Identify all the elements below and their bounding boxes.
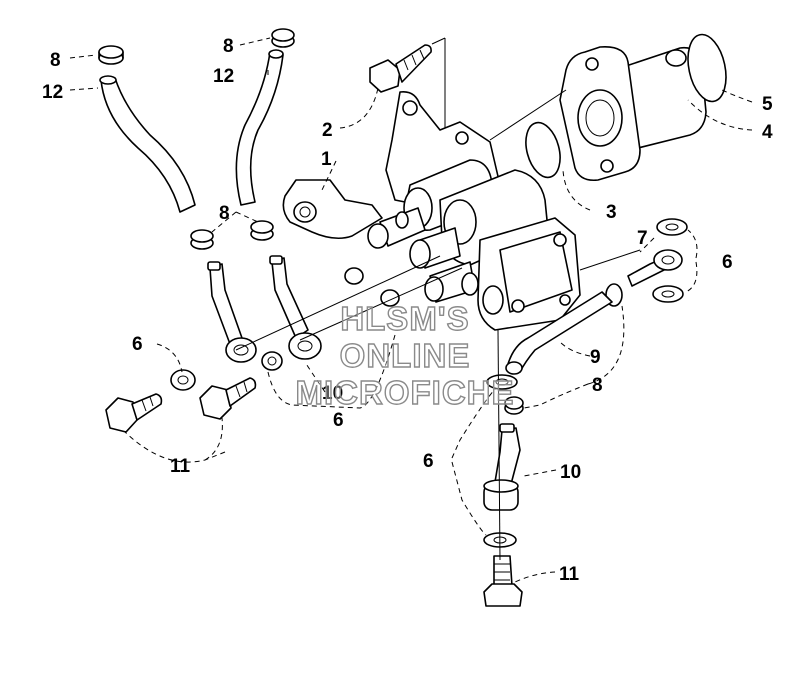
part-11-bolt-bottom [483,555,523,607]
callout-9: 9 [590,347,601,368]
callout-1: 1 [321,149,332,170]
callout-5: 5 [762,94,773,115]
part-3-o-ring [525,121,561,179]
part-10-banjo-bottom [483,423,521,511]
part-8-clamp-mid-left [190,229,214,250]
callout-10-left: 10 [322,383,343,404]
part-8-clamp-mid-right [250,220,274,241]
callout-8-lower-right: 8 [592,375,603,396]
part-6-washer-left [170,369,196,391]
watermark-line-2: ONLINE [340,337,471,374]
callout-8-top-left: 8 [50,50,61,71]
part-10-banjo-right [269,255,322,360]
explosion-lines [235,37,641,561]
leader-lines [69,37,753,583]
part-10-banjo-left [207,261,257,363]
part-12-hose-right [235,51,284,206]
part-11-bolt-mid [199,377,257,420]
part-6-washer-bottom-top [486,374,518,390]
part-5-o-ring [687,33,727,103]
callout-10-bottom: 10 [560,462,581,483]
watermark-line-1: HLSM'S [340,300,469,337]
callout-8-top-right: 8 [223,36,234,57]
callout-6-bottom: 6 [423,451,434,472]
part-11-bolt-left [105,393,163,433]
callout-8-mid: 8 [219,203,230,224]
part-1-bracket [282,179,383,240]
callout-11-left: 11 [170,456,191,477]
part-8-clamp-top-left [98,45,124,65]
callouts: 8 12 8 12 2 1 8 5 4 3 7 6 6 10 6 9 8 11 … [42,36,773,585]
part-6-washer-right-top [656,218,688,236]
part-6-washer-mid [261,351,283,371]
part-2-bolt [369,44,432,93]
oil-pump-body [367,90,581,331]
callout-3: 3 [606,202,617,223]
callout-2: 2 [322,120,333,141]
part-6-washer-right-bottom [652,285,684,303]
callout-12-left: 12 [42,82,63,103]
callout-11-bottom: 11 [559,564,580,585]
watermark: HLSM'S ONLINE MICROFICHE [295,299,515,411]
part-4-housing [559,45,707,182]
watermark-line-3: MICROFICHE [296,374,515,411]
callout-6-left: 6 [132,334,143,355]
callout-12-right: 12 [213,66,234,87]
part-12-hose-left [100,77,196,213]
part-7-banjo-fitting [627,249,683,287]
callout-6-mid: 6 [333,410,344,431]
part-8-clamp-top-right [271,28,295,48]
callout-6-right: 6 [722,252,733,273]
callout-4: 4 [762,122,773,143]
callout-7: 7 [637,228,648,249]
